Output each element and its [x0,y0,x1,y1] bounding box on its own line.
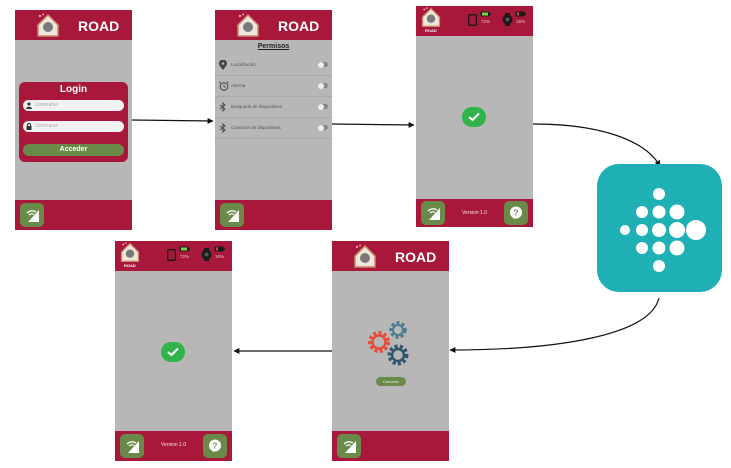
phone-battery-level: 72% [481,19,491,24]
app-footer [215,200,332,230]
fitbit-app-icon [597,164,722,292]
app-header: ROAD [215,10,332,40]
version-label: Version 1.0 [160,442,187,448]
help-button[interactable]: ? [203,434,227,458]
wifi-signal-icon [26,210,39,222]
phone-icon [167,249,176,261]
permission-row-alarm: Alarma [215,76,332,97]
permission-label: Busqueda de dispositivos [231,104,283,109]
logo-caption: ROAD [425,28,437,33]
bluetooth-icon [219,102,226,112]
password-field[interactable]: Username [23,121,124,132]
app-header: ROAD [332,241,449,271]
gears-icon [368,321,409,366]
permission-row-location: Localización [215,55,332,76]
brand-title: ROAD [395,249,437,265]
watch-battery-icon [515,11,526,17]
lock-icon [26,123,32,130]
watch-battery-icon [214,246,225,252]
watch-battery-level: 16% [215,254,225,259]
username-field[interactable]: Username [23,100,124,111]
permission-row-device-connection: Conexión de dispositivos [215,118,332,139]
brand-title: ROAD [78,18,120,34]
fitbit-logo-icon [620,188,706,272]
logo-caption: ROAD [124,263,136,268]
password-placeholder: Username [35,123,59,129]
smartwatch-icon [502,13,513,26]
permission-row-device-search: Busqueda de dispositivos [215,97,332,118]
connectivity-button[interactable] [120,434,144,458]
screen-connected-final: ROAD 72% 16% Version 1.0 ? [115,241,232,461]
app-footer [332,431,449,461]
permission-toggle-alarm[interactable] [318,82,328,89]
login-form: Login Username Username Acceder [19,82,128,162]
app-header: ROAD 72% 16% [416,6,533,36]
brand-title: ROAD [278,18,320,34]
permission-toggle-location[interactable] [318,61,328,68]
connectivity-button[interactable] [20,203,44,227]
help-icon: ? [209,439,221,452]
phone-icon [468,14,477,26]
arrow-permissions-to-connected [331,121,415,128]
permissions-title: Permisos [257,43,290,50]
connectivity-button[interactable] [421,201,445,225]
wifi-signal-icon [226,210,239,222]
road-logo-icon [421,7,441,27]
road-logo-icon [354,244,376,268]
success-indicator [161,342,185,362]
check-icon [468,112,480,122]
app-footer: Version 1.0 ? [416,199,533,227]
app-header: ROAD [15,10,132,40]
phone-battery-level: 72% [180,254,190,259]
permission-toggle-device-search[interactable] [318,103,328,110]
permission-label: Localización [231,62,256,67]
alarm-clock-icon [219,81,229,91]
permission-label: Conexión de dispositivos [231,125,281,130]
permission-toggle-device-connection[interactable] [318,124,328,131]
location-pin-icon [219,60,227,70]
app-footer [15,200,132,230]
username-placeholder: Username [35,102,59,108]
arrow-connected-to-fitbit [532,123,661,167]
help-icon: ? [510,206,522,219]
login-title: Login [59,84,88,95]
screen-connected: ROAD 72% 16% Version 1.0 ? [416,6,533,227]
app-footer: Version 1.0 ? [115,431,232,461]
arrow-fitbit-to-syncing [449,297,660,353]
svg-text:?: ? [514,209,519,218]
road-logo-icon [237,13,259,37]
smartwatch-icon [201,248,212,261]
bluetooth-icon [219,123,226,133]
version-label: Version 1.0 [461,210,488,216]
cancel-sync-button[interactable]: Cancelar [376,377,406,386]
phone-battery-icon [179,246,190,252]
connectivity-button[interactable] [220,203,244,227]
road-logo-icon [37,13,59,37]
screen-syncing: ROAD Cancelar [332,241,449,461]
arrow-login-to-permissions [131,117,214,124]
success-indicator [462,107,486,127]
wifi-signal-icon [343,441,356,453]
screen-login: ROAD Login Username Username Acceder [15,10,132,230]
svg-text:?: ? [213,442,218,451]
user-icon [26,102,32,109]
permission-label: Alarma [231,83,246,88]
road-logo-icon [120,242,140,262]
wifi-signal-icon [126,441,139,453]
wifi-signal-icon [427,208,440,220]
help-button[interactable]: ? [504,201,528,225]
login-submit-button[interactable]: Acceder [23,144,124,156]
screen-permissions: ROAD Permisos Localización Alarma Busque… [215,10,332,230]
phone-battery-icon [480,11,491,17]
connectivity-button[interactable] [337,434,361,458]
watch-battery-level: 16% [516,19,526,24]
app-header: ROAD 72% 16% [115,241,232,271]
check-icon [167,347,179,357]
